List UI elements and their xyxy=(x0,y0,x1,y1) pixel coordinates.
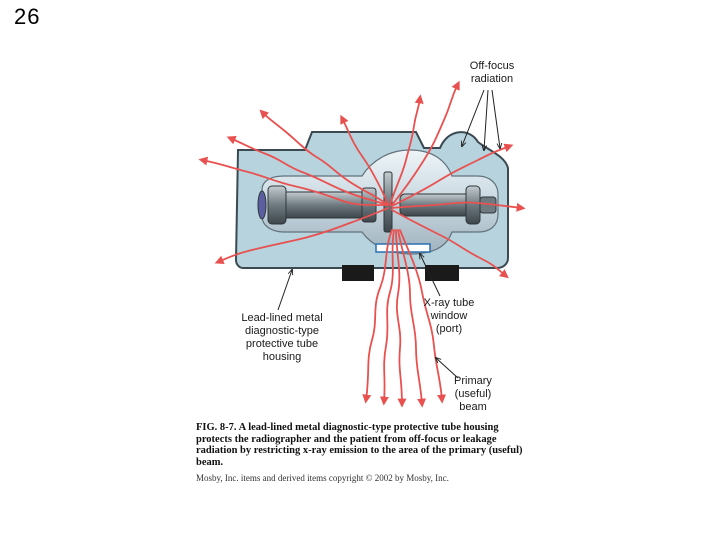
label-line: (port) xyxy=(435,323,463,335)
off-focus-radiation xyxy=(198,80,526,279)
label-line: beam xyxy=(459,401,487,413)
label-line: housing xyxy=(262,351,302,363)
slide-number: 26 xyxy=(14,4,41,29)
label-off-focus-radiation: Off-focus radiation xyxy=(456,60,528,86)
label-x-ray-tube-window: X-ray tube window (port) xyxy=(418,297,480,336)
label-line: Off-focus xyxy=(469,60,515,72)
housing-base-right xyxy=(425,265,459,281)
label-line: protective tube xyxy=(245,338,319,350)
figure-caption: FIG. 8-7. A lead-lined metal diagnostic-… xyxy=(196,422,528,468)
primary-useful-beam xyxy=(362,229,447,408)
label-primary-beam: Primary (useful) beam xyxy=(442,375,504,414)
copyright-notice: Mosby, Inc. items and derived items copy… xyxy=(196,473,449,483)
label-protective-tube-housing: Lead-lined metal diagnostic-type protect… xyxy=(224,312,340,364)
label-line: Primary xyxy=(454,375,492,387)
label-line: diagnostic-type xyxy=(245,325,319,337)
label-line: Lead-lined metal xyxy=(241,312,323,324)
label-line: X-ray tube xyxy=(423,297,475,309)
figure-number: FIG. 8-7. xyxy=(196,422,237,433)
tube-window-port xyxy=(375,243,431,253)
label-line: window xyxy=(430,310,468,322)
label-line: (useful) xyxy=(454,388,492,400)
leader-lines xyxy=(277,89,500,379)
caption-text: A lead-lined metal diagnostic-type prote… xyxy=(196,422,523,468)
housing-base-left xyxy=(342,265,374,281)
label-line: radiation xyxy=(470,73,514,85)
